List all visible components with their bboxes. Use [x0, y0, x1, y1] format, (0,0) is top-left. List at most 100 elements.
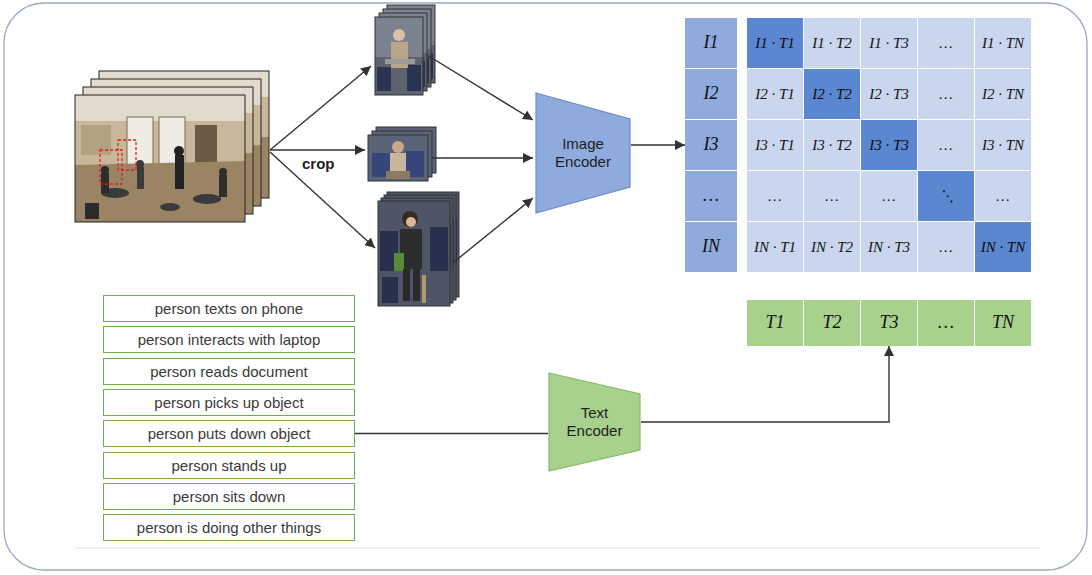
encoder-block: Text Encoder [548, 372, 641, 472]
node-label: I2 · TN [982, 85, 1024, 103]
node-label: person sits down [173, 488, 286, 506]
class-prompt-box: person interacts with laptop [103, 326, 355, 353]
node-label: I1 [704, 32, 719, 54]
crop-stack [375, 17, 423, 95]
class-prompt-box: person texts on phone [103, 295, 355, 322]
text-embedding-cell: T2 [804, 300, 860, 346]
node-label: person reads document [150, 363, 308, 381]
image-embedding-cell: I2 [685, 69, 737, 119]
node-label: person interacts with laptop [138, 331, 321, 349]
node-label: ⋱ [939, 187, 954, 205]
node-label: I2 · T1 [755, 85, 795, 103]
node-label: I3 [704, 134, 719, 156]
class-prompt-box: person reads document [103, 358, 355, 385]
text-embedding-cell: T1 [747, 300, 803, 346]
node-label: person puts down object [148, 425, 311, 443]
image-embedding-cell: I1 [685, 18, 737, 68]
crop-arrow [270, 66, 371, 150]
node-label: T2 [822, 312, 841, 334]
similarity-cell: … [804, 171, 860, 221]
crop-stack [378, 201, 450, 306]
matching-pair-cell: ⋱ [918, 171, 974, 221]
similarity-cell: I2 · T3 [861, 69, 917, 119]
crop-arrow [270, 66, 375, 248]
similarity-cell: IN · T3 [861, 222, 917, 272]
text-embedding-cell: T3 [861, 300, 917, 346]
node-label: I1 · T2 [812, 34, 852, 52]
encoder-block: Image Encoder [535, 92, 631, 214]
class-prompt-box: person stands up [103, 452, 355, 479]
video-stack [75, 95, 245, 222]
node-label: I3 · T1 [755, 136, 795, 154]
node-label: person is doing other things [137, 519, 321, 537]
node-label: I3 · T3 [869, 136, 909, 154]
node-label: … [882, 187, 895, 205]
similarity-cell: IN · T2 [804, 222, 860, 272]
class-prompt-box: person sits down [103, 483, 355, 510]
similarity-cell: I3 · TN [975, 120, 1031, 170]
node-label: IN · T2 [811, 238, 853, 256]
similarity-cell: I2 · TN [975, 69, 1031, 119]
crop-arrow [270, 152, 375, 248]
similarity-cell: IN · T1 [747, 222, 803, 272]
node-label: person texts on phone [155, 300, 303, 318]
node-label: I3 · T2 [812, 136, 852, 154]
trapezoid-fill [536, 93, 630, 213]
node-label: Text Encoder [563, 404, 627, 440]
matching-pair-cell: I2 · T2 [804, 69, 860, 119]
trapezoid-fill [549, 373, 640, 471]
text-embedding-cell: TN [975, 300, 1031, 346]
crop-stack [368, 135, 428, 181]
node-label: I1 · T3 [869, 34, 909, 52]
class-prompt-box: person is doing other things [103, 514, 355, 541]
node-label: I2 · T3 [869, 85, 909, 103]
node-label: I1 · TN [982, 34, 1024, 52]
feature-arrow [427, 55, 533, 120]
similarity-cell: … [918, 69, 974, 119]
crop-arrow [270, 149, 365, 150]
crop-stack [368, 127, 436, 181]
feature-arrow [432, 157, 533, 158]
image-embedding-cell: IN [685, 222, 737, 272]
flow-arrow [641, 346, 889, 422]
matching-pair-cell: I1 · T1 [747, 18, 803, 68]
node-label: … [939, 85, 952, 103]
node-label: I2 [704, 83, 719, 105]
detection-box [118, 140, 136, 170]
node-label: … [939, 238, 952, 256]
node-label: I1 · T1 [755, 34, 795, 52]
similarity-cell: … [861, 171, 917, 221]
similarity-cell: I1 · TN [975, 18, 1031, 68]
node-label: IN · TN [981, 238, 1026, 256]
outer-frame [4, 3, 1087, 570]
flow-arrow [355, 433, 548, 434]
image-embedding-cell: I3 [685, 120, 737, 170]
similarity-cell: I1 · T3 [861, 18, 917, 68]
crop-stack [378, 192, 459, 306]
class-prompt-box: person puts down object [103, 420, 355, 447]
detection-box [100, 150, 122, 184]
annotation-label: crop [300, 155, 337, 172]
similarity-cell: I3 · T2 [804, 120, 860, 170]
flow-arrow [631, 144, 685, 145]
similarity-cell: … [918, 18, 974, 68]
node-label: I3 · TN [982, 136, 1024, 154]
image-embedding-cell: … [685, 171, 737, 221]
node-label: IN · T3 [868, 238, 910, 256]
node-label: T1 [765, 312, 784, 334]
node-label: I2 · T2 [812, 85, 852, 103]
node-label: … [996, 187, 1009, 205]
video-stack [75, 71, 269, 222]
feature-arrow [454, 198, 533, 262]
node-label: … [938, 312, 954, 334]
similarity-cell: I1 · T2 [804, 18, 860, 68]
similarity-cell: … [747, 171, 803, 221]
node-label: person stands up [171, 457, 286, 475]
node-label: TN [992, 312, 1014, 334]
matching-pair-cell: I3 · T3 [861, 120, 917, 170]
feature-arrow [427, 55, 533, 262]
node-label: … [768, 187, 781, 205]
matching-pair-cell: IN · TN [975, 222, 1031, 272]
